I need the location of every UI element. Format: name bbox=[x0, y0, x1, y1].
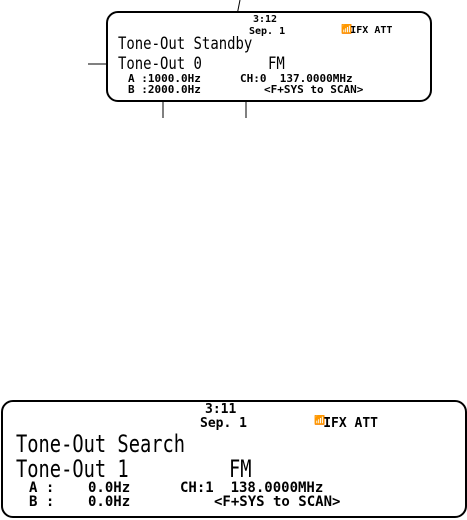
tone-b-value: B :2000.0Hz bbox=[128, 83, 201, 96]
att-indicator: ATT bbox=[354, 416, 379, 431]
clock-time: 3:12 bbox=[253, 14, 278, 25]
tone-out-label: Tone-Out 1 bbox=[16, 455, 129, 483]
mode-title: Tone-Out Standby bbox=[118, 34, 253, 54]
antenna-icon: 📶 bbox=[314, 416, 326, 426]
mode-title: Tone-Out Search bbox=[16, 430, 186, 458]
channel-frequency: CH:0 137.0000MHz bbox=[240, 72, 353, 85]
status-icons: 📶IFX ATT bbox=[341, 26, 392, 36]
tone-out-label: Tone-Out 0 bbox=[118, 54, 202, 74]
tone-a-value: A :1000.0Hz bbox=[128, 72, 201, 85]
ifx-indicator: IFX bbox=[323, 416, 347, 431]
modulation-label: FM bbox=[229, 455, 252, 483]
lcd-screen-standby bbox=[106, 11, 432, 102]
scan-hint: <F+SYS to SCAN> bbox=[214, 494, 341, 510]
ifx-indicator: IFX bbox=[350, 25, 369, 36]
clock-date: Sep. 1 bbox=[200, 416, 247, 431]
scan-hint: <F+SYS to SCAN> bbox=[264, 83, 364, 96]
status-icons: 📶IFX ATT bbox=[314, 416, 379, 431]
clock-time: 3:11 bbox=[205, 402, 237, 417]
channel-frequency: CH:1 138.0000MHz bbox=[180, 480, 324, 496]
tone-b-value: B : 0.0Hz bbox=[29, 494, 131, 510]
att-indicator: ATT bbox=[374, 25, 393, 36]
modulation-label: FM bbox=[268, 54, 285, 74]
clock-date: Sep. 1 bbox=[249, 26, 286, 37]
lcd-screen-search bbox=[1, 400, 467, 518]
antenna-icon: 📶 bbox=[341, 25, 353, 35]
tone-a-value: A : 0.0Hz bbox=[29, 480, 131, 496]
